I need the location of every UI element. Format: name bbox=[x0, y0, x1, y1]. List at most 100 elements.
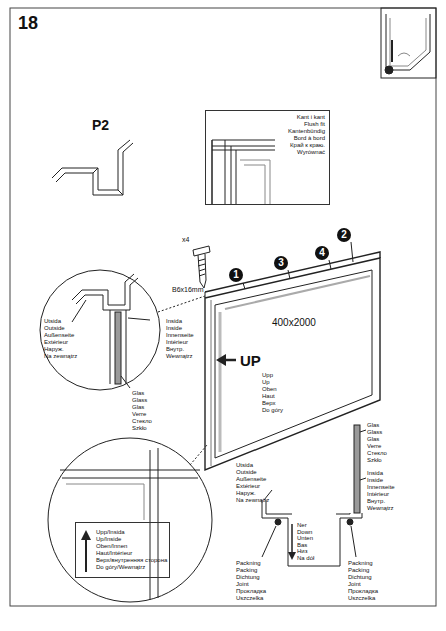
up-arrowhead bbox=[216, 354, 226, 366]
note-text: Kantenbündig bbox=[288, 128, 325, 134]
note-text: Wyrównać bbox=[297, 149, 325, 155]
label-text: Packning bbox=[348, 560, 373, 566]
label-text: 18 bbox=[18, 14, 38, 32]
label-text: 400x2000 bbox=[272, 318, 316, 328]
note-text: Bord à bord bbox=[294, 135, 325, 141]
note-text: Upp/Insida bbox=[96, 529, 164, 535]
callout-text: 4 bbox=[319, 248, 325, 258]
note-text: Haut/Intérieur bbox=[96, 550, 164, 556]
label-text: Glas bbox=[367, 422, 379, 428]
label-text: Packing bbox=[236, 567, 257, 573]
label-text: Insida bbox=[367, 470, 383, 476]
label-text: Haut bbox=[262, 393, 275, 399]
overview-thumbnail bbox=[381, 8, 436, 78]
callout-text: 1 bbox=[233, 270, 239, 280]
callout-number: 3 bbox=[274, 256, 288, 270]
label-text: Прокладка bbox=[236, 588, 266, 594]
drawing bbox=[10, 8, 436, 606]
label-text: Extérieur bbox=[44, 339, 68, 345]
label-text: UP bbox=[240, 353, 261, 368]
note-text: Up/Inside bbox=[96, 536, 164, 542]
label-text: Bas bbox=[297, 542, 307, 548]
label-text: Na zewnątrz bbox=[236, 497, 269, 503]
callout-number: 1 bbox=[229, 268, 243, 282]
label-text: Прокладка bbox=[348, 588, 378, 594]
label-text: Packing bbox=[348, 567, 369, 573]
label-text: Szkło bbox=[132, 425, 147, 431]
label-text: Utsida bbox=[44, 318, 61, 324]
callout-number: 4 bbox=[315, 246, 329, 260]
label-text: Outside bbox=[44, 325, 65, 331]
callout-leaders bbox=[243, 242, 353, 289]
label-text: Glass bbox=[132, 397, 147, 403]
label-text: x4 bbox=[182, 236, 189, 243]
callout-text: 2 bbox=[341, 230, 347, 240]
label-text: Verre bbox=[132, 411, 146, 417]
detail-circle-corner bbox=[48, 438, 212, 602]
label-text: Inside bbox=[166, 325, 182, 331]
label-text: Glas bbox=[132, 404, 144, 410]
label-text: Внутр. bbox=[166, 346, 184, 352]
label-text: Do góry bbox=[262, 407, 283, 413]
label-text: Ner bbox=[297, 522, 307, 528]
label-text: Innenseite bbox=[367, 484, 395, 490]
callout-number: 2 bbox=[337, 228, 351, 242]
label-text: Uszczelka bbox=[348, 595, 375, 601]
label-text: Utsida bbox=[236, 462, 253, 468]
note-text: Flush fit bbox=[304, 121, 325, 127]
label-text: Glass bbox=[367, 429, 382, 435]
label-text: Наруж. bbox=[44, 346, 64, 352]
label-text: Внутр. bbox=[367, 498, 385, 504]
label-text: Na zewnątrz bbox=[44, 353, 77, 359]
label-text: Intérieur bbox=[367, 491, 389, 497]
label-text: Oben bbox=[262, 386, 277, 392]
label-text: Dichtung bbox=[236, 574, 260, 580]
label-text: Низ bbox=[297, 548, 307, 554]
label-text: Joint bbox=[348, 581, 361, 587]
label-text: Extérieur bbox=[236, 483, 260, 489]
label-text: Outside bbox=[236, 469, 257, 475]
flush-fit-detail bbox=[212, 140, 275, 204]
label-text: Inside bbox=[367, 477, 383, 483]
note-text: Oben/Innen bbox=[96, 543, 164, 549]
label-text: Верх bbox=[262, 400, 276, 406]
callout-text: 3 bbox=[278, 258, 284, 268]
label-text: Unten bbox=[297, 535, 313, 541]
label-text: Up bbox=[262, 379, 270, 385]
label-text: Стекло bbox=[132, 418, 152, 424]
label-text: Na dół bbox=[297, 555, 314, 561]
profile-section bbox=[262, 425, 366, 566]
note-text: Верх/внутренняя сторона bbox=[96, 557, 164, 563]
label-text: Glas bbox=[367, 436, 379, 442]
label-text: Wewnątrz bbox=[367, 505, 394, 511]
label-text: Glas bbox=[132, 390, 144, 396]
label-text: Szkło bbox=[367, 457, 382, 463]
direction-box: Upp/InsidaUp/InsideOben/InnenHaut/Intéri… bbox=[75, 522, 170, 578]
note-text: Край к краю. bbox=[290, 142, 325, 148]
label-text: Außenseite bbox=[44, 332, 74, 338]
label-text: Наруж. bbox=[236, 490, 256, 496]
page-frame bbox=[10, 8, 436, 606]
label-text: Down bbox=[297, 529, 312, 535]
label-text: Verre bbox=[367, 443, 381, 449]
note-text: Do góry/Wewnątrz bbox=[96, 564, 164, 570]
screw bbox=[193, 246, 210, 288]
label-text: Innenseite bbox=[166, 332, 194, 338]
note-text: Kant i kant bbox=[297, 114, 325, 120]
label-text: Insida bbox=[166, 318, 182, 324]
label-text: Packning bbox=[236, 560, 261, 566]
label-text: Uszczelka bbox=[236, 595, 263, 601]
label-text: Dichtung bbox=[348, 574, 372, 580]
label-text: Стекло bbox=[367, 450, 387, 456]
label-text: B6x16mm bbox=[172, 286, 204, 293]
label-text: Upp bbox=[262, 372, 273, 378]
label-text: Außenseite bbox=[236, 476, 266, 482]
label-text: P2 bbox=[92, 118, 109, 132]
label-text: Joint bbox=[236, 581, 249, 587]
label-text: Wewnątrz bbox=[166, 353, 193, 359]
detail-circle-profile bbox=[40, 270, 205, 390]
profile-p2 bbox=[52, 140, 133, 195]
flush-fit-box: Kant i kantFlush fitKantenbündigBord à b… bbox=[205, 110, 330, 205]
label-text: Intérieur bbox=[166, 339, 188, 345]
